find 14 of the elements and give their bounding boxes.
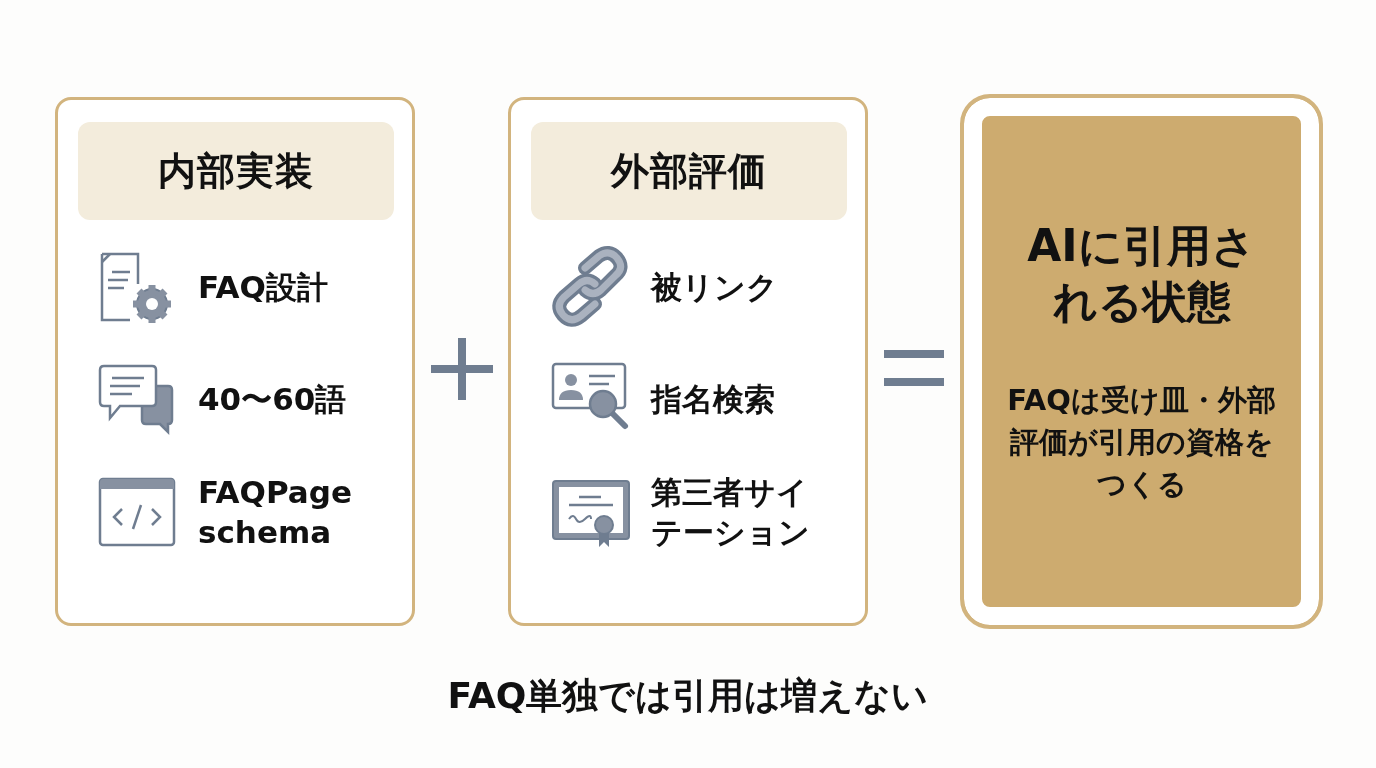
item-label: 第三者サイテーション [651, 472, 811, 552]
item-label: FAQPage schema [198, 472, 353, 552]
item-label: FAQ設計 [198, 267, 329, 307]
result-title: AIに引用される状態 [1026, 219, 1257, 330]
item-label: 指名検索 [651, 379, 776, 419]
result-card [960, 94, 1323, 629]
heading-band: 内部実装 [78, 122, 394, 220]
result-note: FAQは受け皿・外部評価が引用の資格をつくる [1006, 381, 1277, 503]
heading-band: 外部評価 [531, 122, 847, 220]
caption: FAQ単独では引用は増えない [447, 675, 929, 716]
item-label: 被リンク [651, 267, 779, 307]
item-label: 40〜60語 [198, 379, 348, 419]
category-card [55, 97, 415, 626]
category-card [508, 97, 868, 626]
